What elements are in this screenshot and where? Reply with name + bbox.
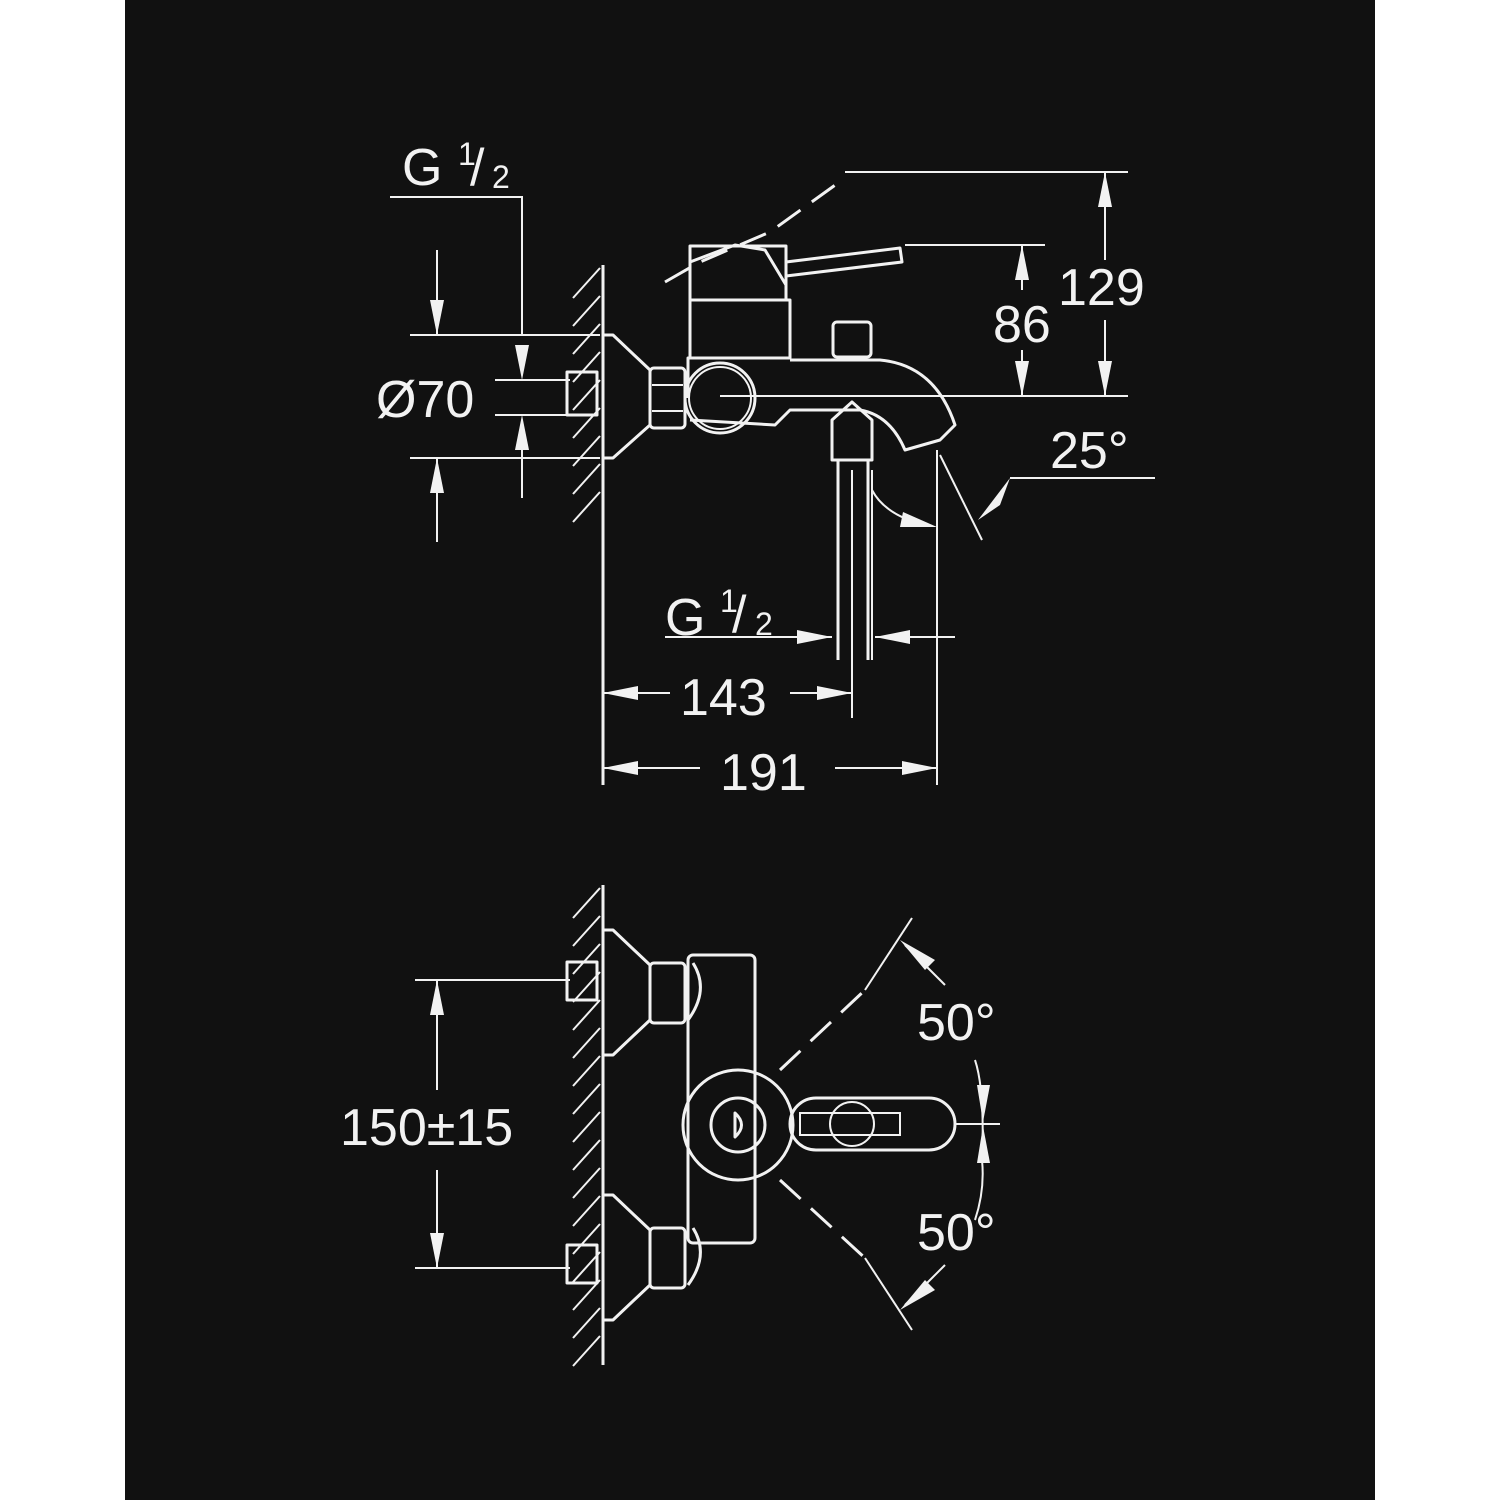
hatch-line bbox=[572, 1167, 601, 1199]
hatch-line bbox=[572, 999, 601, 1031]
hatch-line bbox=[572, 295, 601, 327]
hatch-line bbox=[572, 1083, 601, 1115]
hatch-line bbox=[572, 323, 601, 355]
svg-text:1: 1 bbox=[720, 583, 738, 619]
label-centre-distance: 150±15 bbox=[340, 1099, 513, 1157]
top-view-wall bbox=[572, 885, 605, 1367]
label-height-lever: 86 bbox=[993, 296, 1051, 354]
hatch-line bbox=[572, 1027, 601, 1059]
svg-text:1: 1 bbox=[458, 136, 476, 172]
top-view-faucet bbox=[565, 928, 957, 1322]
label-lever-angle-up: 50° bbox=[917, 994, 996, 1052]
label-inlet-thread-side: G 1 / 2 bbox=[402, 136, 510, 197]
hatch-line bbox=[572, 435, 601, 467]
hatch-line bbox=[572, 943, 601, 975]
label-projection-outlet: 143 bbox=[680, 669, 767, 727]
hatch-line bbox=[572, 915, 601, 947]
side-view-dimensions bbox=[390, 171, 1155, 785]
hatch-line bbox=[572, 1279, 601, 1311]
hatch-line bbox=[572, 463, 601, 495]
side-view-wall bbox=[572, 265, 605, 785]
hatch-line bbox=[572, 1111, 601, 1143]
label-flange-diameter: Ø70 bbox=[376, 371, 474, 429]
hatch-line bbox=[572, 1055, 601, 1087]
hatch-line bbox=[572, 1195, 601, 1227]
svg-text:G: G bbox=[402, 139, 442, 197]
label-lever-angle-down: 50° bbox=[917, 1204, 996, 1262]
svg-text:/: / bbox=[732, 586, 747, 644]
hatch-line bbox=[572, 1223, 601, 1255]
svg-text:2: 2 bbox=[755, 606, 773, 642]
label-height-total: 129 bbox=[1058, 259, 1145, 317]
hatch-line bbox=[572, 1139, 601, 1171]
label-outlet-thread: G 1 / 2 bbox=[665, 583, 773, 647]
drawing-panel bbox=[125, 0, 1375, 1500]
hatch-line bbox=[572, 1307, 601, 1339]
hatch-line bbox=[572, 887, 601, 919]
top-view-dimensions bbox=[415, 917, 1000, 1331]
svg-text:/: / bbox=[470, 139, 485, 197]
hatch-line bbox=[572, 267, 601, 299]
hatch-line bbox=[572, 491, 601, 523]
hatch-line bbox=[572, 1335, 601, 1367]
hatch-line bbox=[572, 351, 601, 383]
svg-text:2: 2 bbox=[492, 159, 510, 195]
label-spout-angle: 25° bbox=[1050, 422, 1129, 480]
side-view-faucet bbox=[565, 176, 957, 660]
svg-text:G: G bbox=[665, 589, 705, 647]
label-projection-total: 191 bbox=[720, 744, 807, 802]
